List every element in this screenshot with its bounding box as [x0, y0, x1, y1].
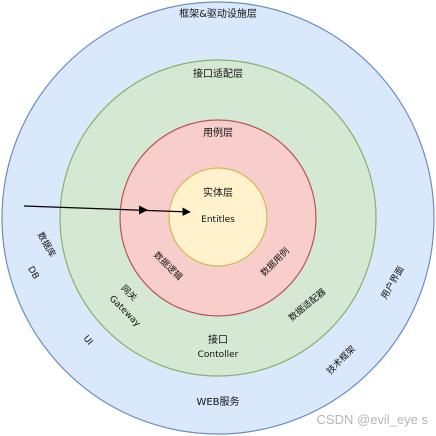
entity-layer-circle[interactable]: [168, 167, 268, 267]
entity-layer-title: 实体层: [203, 186, 233, 199]
outer-layer-title: 框架&驱动设施层: [179, 7, 257, 20]
interface-en-label: Contoller: [198, 350, 239, 360]
usecase-layer-title: 用例层: [203, 126, 233, 139]
watermark: CSDN @evil_eye s: [317, 412, 429, 427]
adapter-layer-title: 接口适配层: [193, 67, 243, 80]
dependency-arrow-mid-head: [139, 205, 148, 215]
dependency-arrow: [23, 205, 191, 216]
interface-cn-label: 接口: [208, 333, 228, 346]
web-service-label: WEB服务: [196, 395, 239, 408]
entity-layer-subtitle: Entitles: [201, 215, 235, 225]
